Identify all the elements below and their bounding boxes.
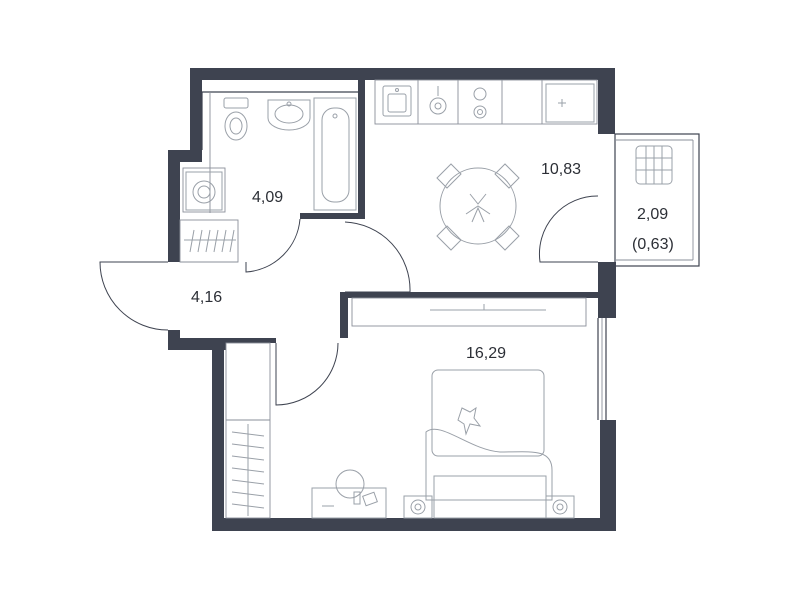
bed-icon xyxy=(425,369,553,519)
bathroom-area-label: 4,09 xyxy=(252,189,283,206)
kitchen-sink-icon xyxy=(382,85,412,117)
exterior-walls xyxy=(168,68,616,531)
dishwasher-icon xyxy=(429,86,447,115)
toilet-icon xyxy=(223,97,249,141)
balcony-reduced-area-label: (0,63) xyxy=(632,236,674,253)
living-area-label: 16,29 xyxy=(466,345,506,362)
thin-lines xyxy=(179,79,700,519)
fridge-icon xyxy=(545,83,595,123)
balcony-area-label: 2,09 xyxy=(637,206,668,223)
stove-icon xyxy=(473,87,487,119)
tv-icon xyxy=(430,304,546,311)
desk-icon xyxy=(311,469,387,519)
bathtub-icon xyxy=(313,97,357,211)
sink-icon xyxy=(267,99,311,131)
radiator-right-icon xyxy=(545,495,575,519)
radiator-left-icon xyxy=(403,495,433,519)
wardrobe-hangers-icon xyxy=(184,229,236,253)
hallway-area-label: 4,16 xyxy=(191,289,222,306)
wardrobe-living-hangers-icon xyxy=(231,424,265,516)
kitchen-area-label: 10,83 xyxy=(541,161,581,178)
washing-machine-icon xyxy=(185,171,223,211)
laundry-dryer-icon xyxy=(635,145,673,185)
dining-table-icon xyxy=(436,163,520,251)
interior-walls xyxy=(214,80,598,343)
doors xyxy=(99,195,599,406)
